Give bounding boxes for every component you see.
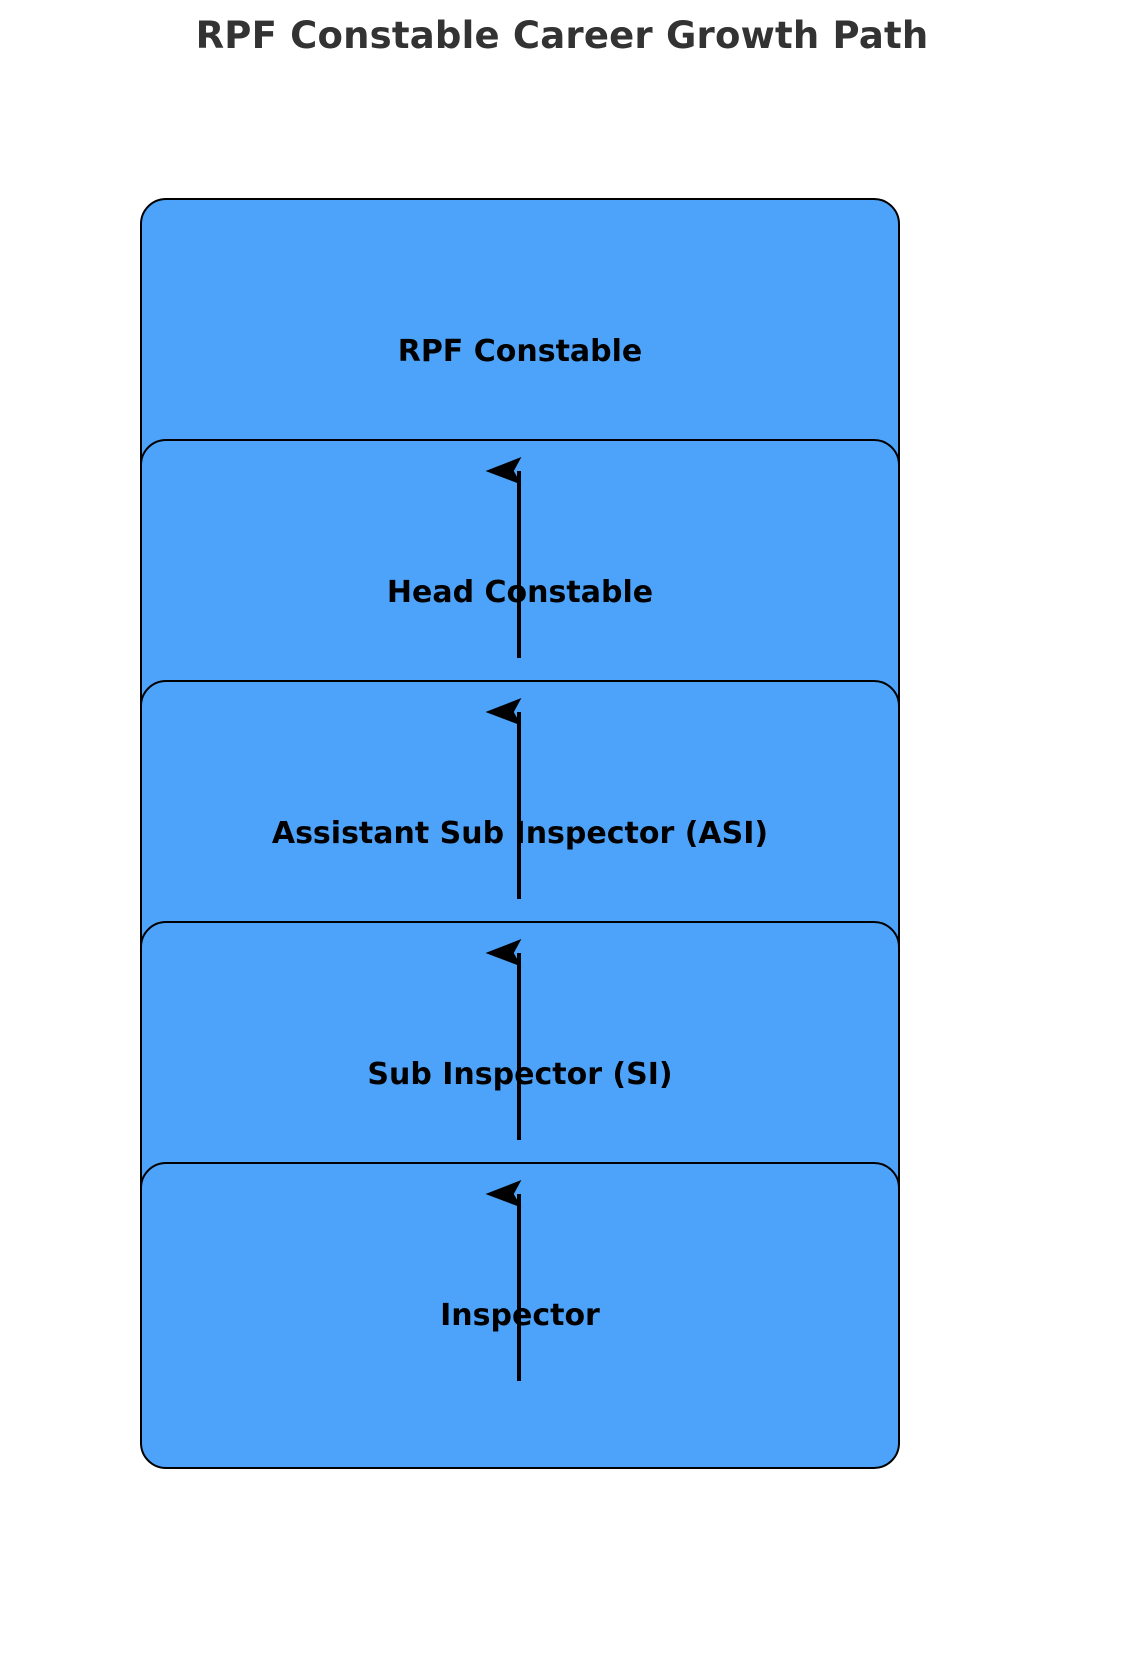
career-stage-inspector[interactable]: Inspector xyxy=(140,1162,900,1469)
career-stage-label: RPF Constable xyxy=(397,333,643,369)
career-stage-label: Assistant Sub Inspector (ASI) xyxy=(271,815,769,851)
career-stage-label: Inspector xyxy=(440,1297,600,1333)
career-stage-label: Head Constable xyxy=(386,574,654,610)
page-title: RPF Constable Career Growth Path xyxy=(195,14,929,57)
career-stage-label: Sub Inspector (SI) xyxy=(367,1056,673,1092)
